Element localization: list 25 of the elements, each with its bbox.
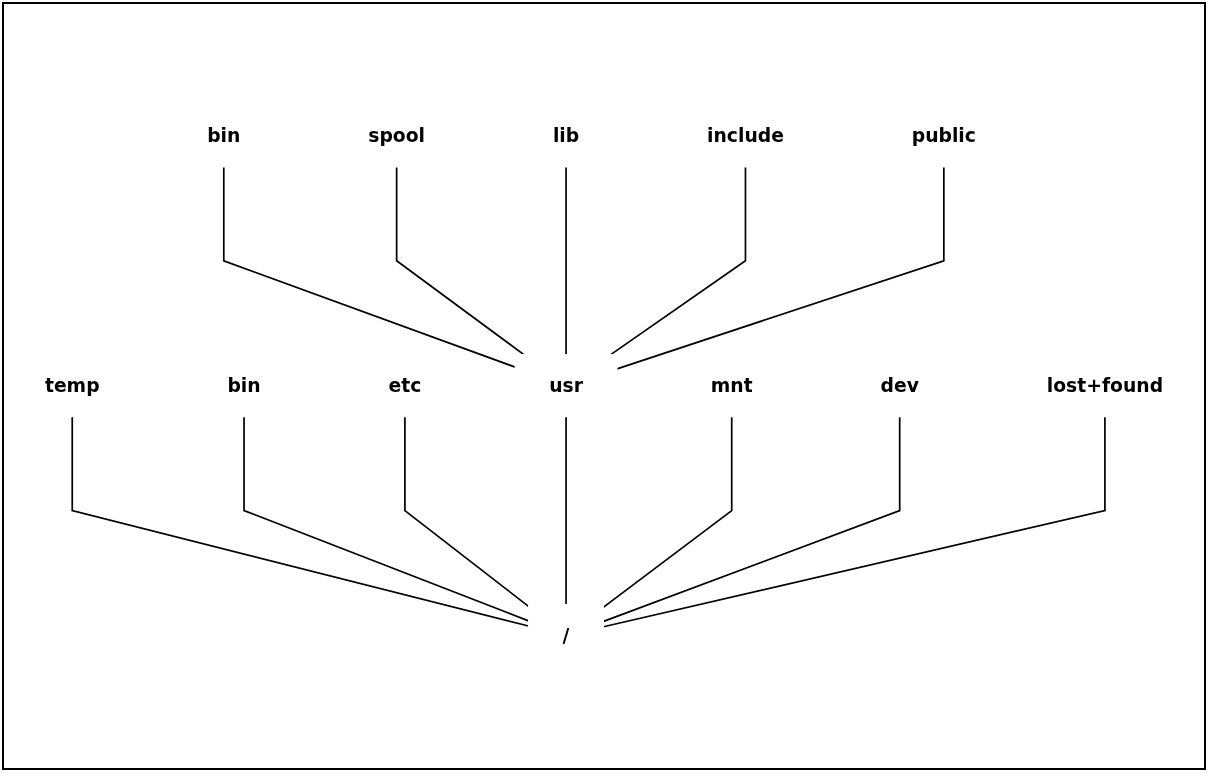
- node-text: /: [562, 625, 570, 647]
- node-text: lost+found: [1046, 375, 1164, 397]
- node-text: public: [911, 125, 976, 147]
- node-text: mnt: [710, 375, 753, 397]
- node-text: dev: [880, 375, 919, 397]
- connector: [616, 166, 945, 370]
- connector: [609, 166, 747, 356]
- node-text: temp: [44, 375, 100, 397]
- node-text: bin: [207, 125, 241, 147]
- connector: [602, 416, 733, 609]
- connector: [243, 416, 530, 623]
- node-text: include: [707, 125, 784, 147]
- node-text: spool: [368, 125, 426, 147]
- connector: [602, 416, 1106, 628]
- connector: [222, 166, 516, 369]
- connector: [565, 416, 567, 606]
- connector: [602, 416, 901, 623]
- node-text: etc: [388, 375, 422, 397]
- connector: [71, 416, 530, 628]
- connector: [565, 166, 567, 356]
- node-text: bin: [227, 375, 261, 397]
- node-text: usr: [549, 375, 583, 397]
- node-text: lib: [552, 125, 580, 147]
- connector: [395, 166, 525, 356]
- connector: [404, 416, 530, 608]
